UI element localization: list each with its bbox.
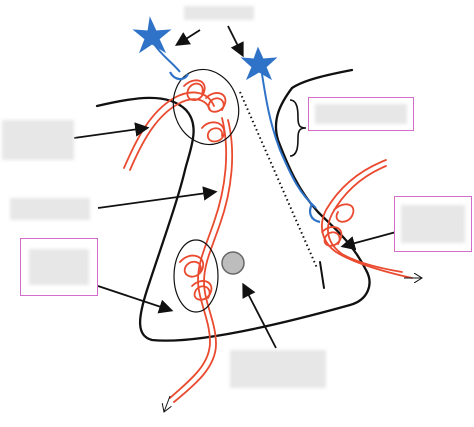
neuron-right-axon [261, 73, 317, 209]
fiber-right-1 [321, 159, 413, 279]
fiber-upper-left-1 [123, 91, 215, 169]
label-right-middle-redaction [401, 205, 465, 243]
label-left-middle [10, 198, 90, 220]
coil-right-2 [333, 203, 355, 223]
neuron-left [132, 16, 189, 81]
coil-4 [179, 254, 205, 278]
coil-right-1 [321, 226, 343, 247]
label-top-redaction [184, 6, 254, 20]
right-bracket [289, 99, 307, 157]
lower-ellipse [173, 239, 219, 313]
nucleus-circle-icon [221, 251, 245, 275]
arrow-icon [97, 285, 174, 314]
coil-2 [205, 92, 227, 113]
fiber-main-1 [169, 117, 228, 399]
neuron-star-icon [132, 16, 172, 54]
upper-ellipse [172, 68, 240, 146]
label-top [184, 6, 254, 20]
fiber-upper-left-2 [129, 98, 211, 171]
label-left-middle-redaction [10, 198, 90, 220]
label-right-middle [394, 196, 472, 252]
coil-3 [201, 121, 225, 143]
label-right-bracket [308, 97, 414, 131]
arrow-icon [73, 122, 150, 139]
label-left-upper [2, 120, 74, 160]
neuron-right-terminal [309, 203, 321, 224]
coil-5 [191, 280, 213, 301]
neuron-left-axon [153, 43, 181, 73]
arrow-icon [97, 186, 218, 209]
arrow-icon [340, 231, 397, 251]
arrow-icon [164, 395, 170, 412]
label-right-bracket-redaction [315, 104, 407, 124]
fibers [123, 79, 413, 403]
arrow-icon [174, 29, 201, 46]
label-left-upper-redaction [2, 120, 74, 160]
cell-notch [319, 261, 325, 289]
label-left-lower-redaction [29, 249, 89, 285]
label-bottom-redaction [230, 350, 326, 388]
label-left-lower [20, 238, 98, 296]
fiber-main-2 [173, 119, 234, 403]
dotted-divider [239, 91, 318, 269]
neuron-right [240, 46, 321, 224]
neuron-left-terminal [169, 71, 189, 81]
arrow-icon [242, 282, 277, 349]
arrow-icon [227, 25, 244, 58]
cell-outline [95, 68, 371, 342]
fiber-right-2 [327, 165, 403, 273]
neuron-star-icon [240, 46, 278, 81]
coil-1 [183, 79, 206, 101]
label-bottom [230, 350, 326, 388]
